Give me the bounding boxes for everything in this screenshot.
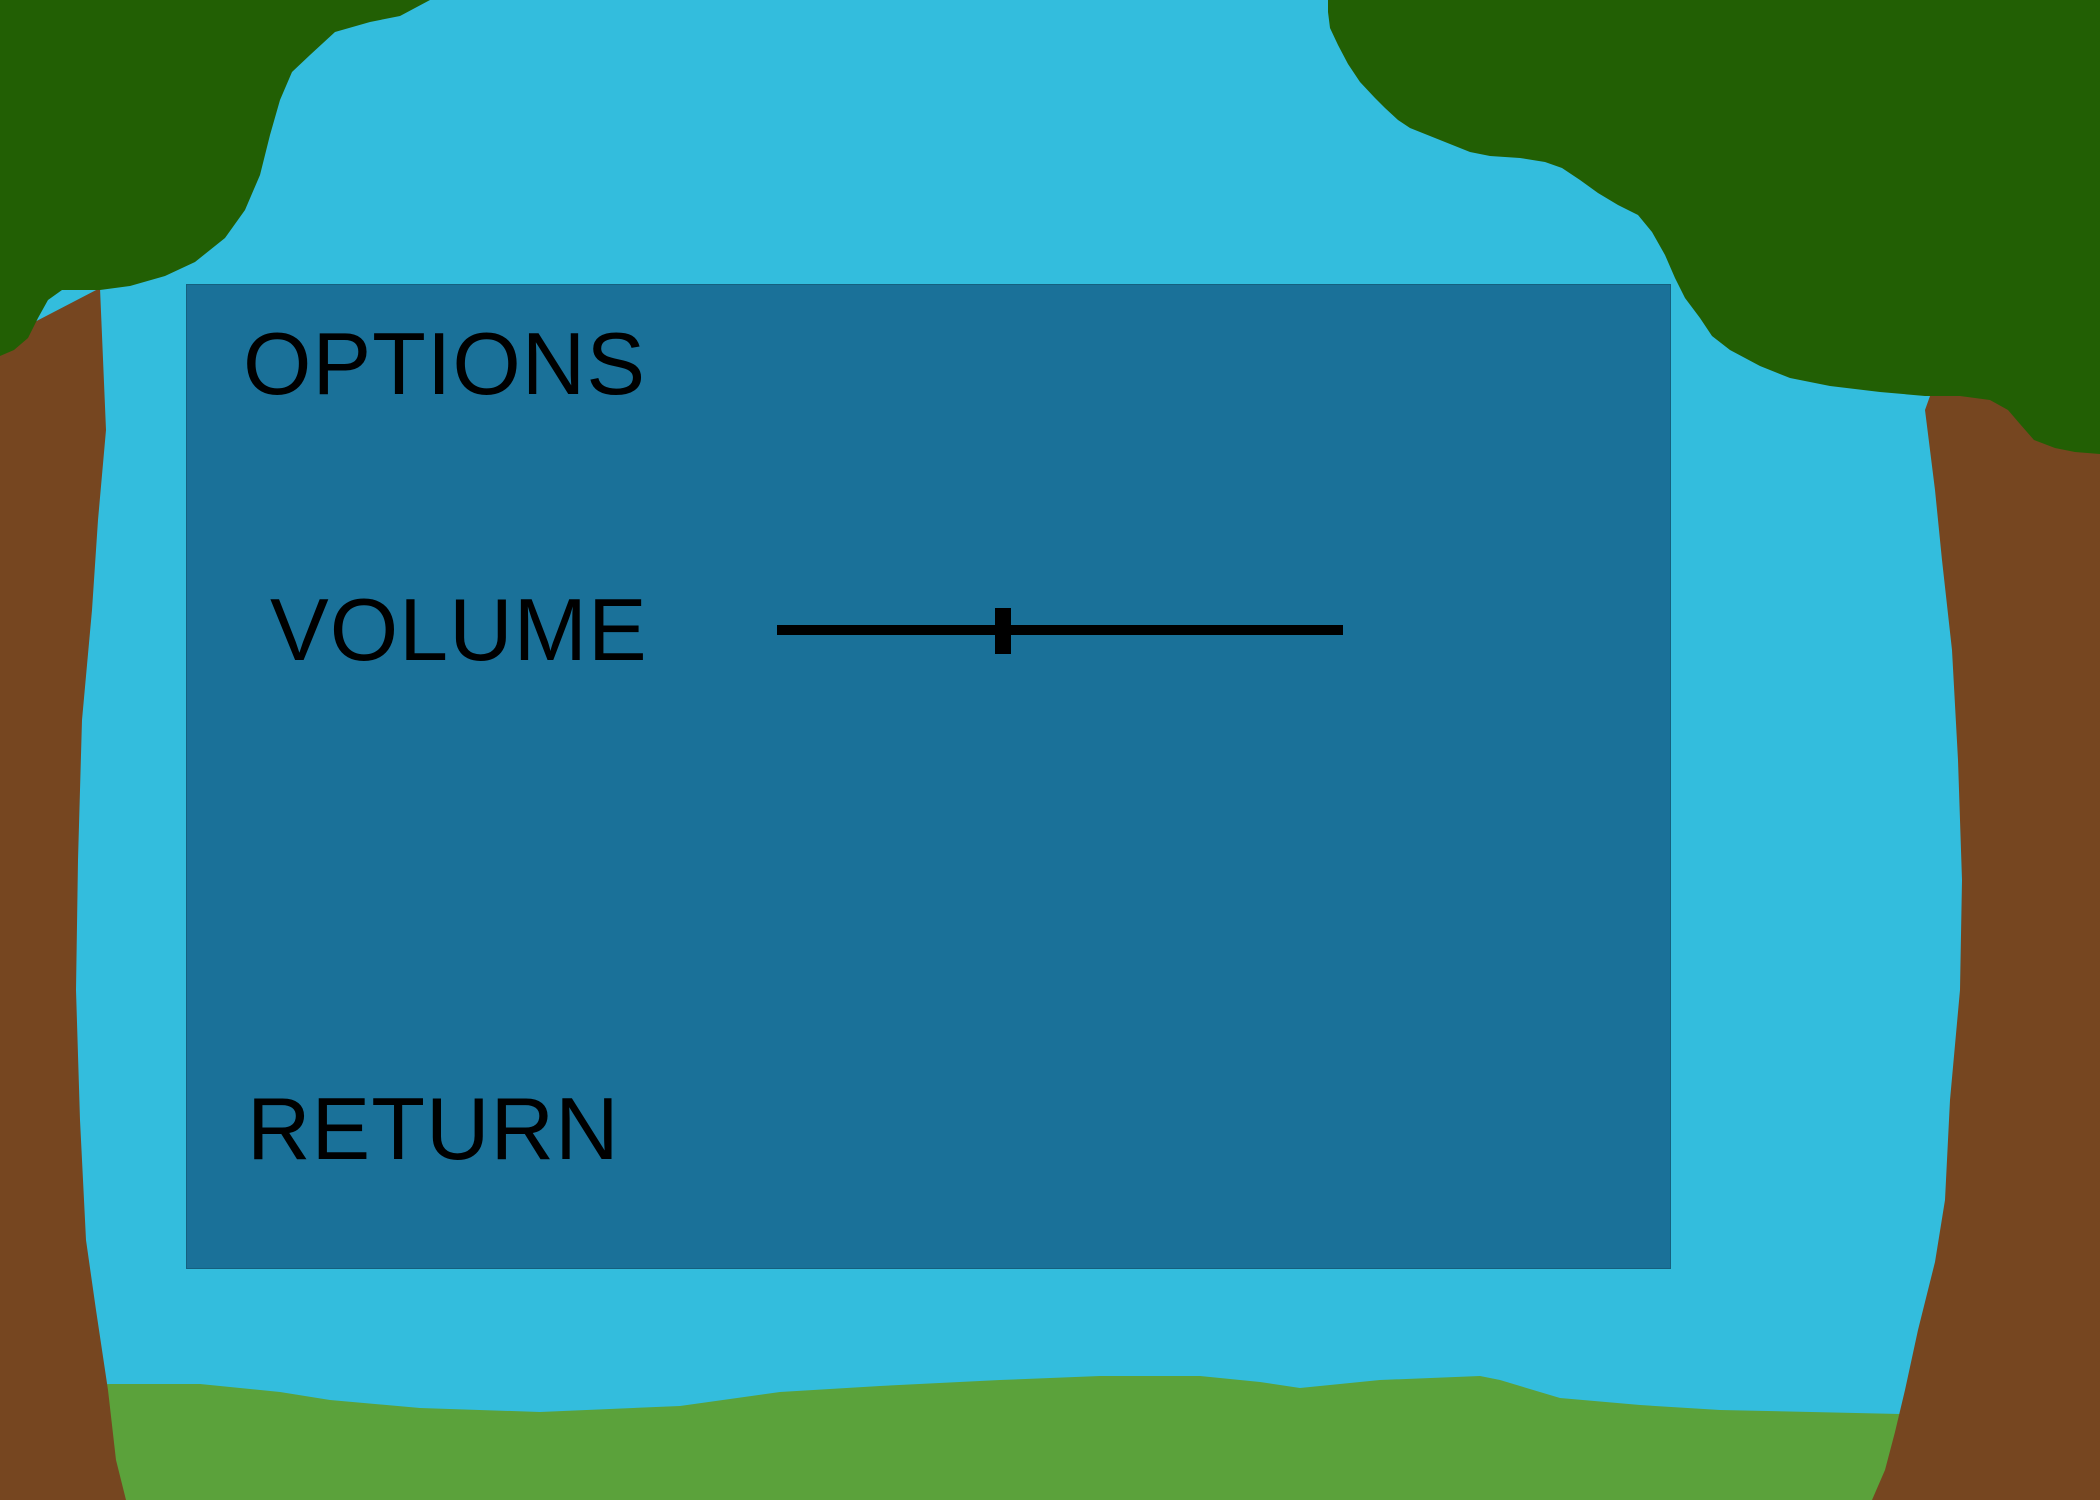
volume-slider[interactable] — [777, 605, 1343, 655]
left-tree-canopy — [0, 0, 430, 356]
volume-label: VOLUME — [270, 580, 648, 679]
return-button[interactable]: RETURN — [247, 1079, 620, 1178]
right-tree-canopy — [1328, 0, 2100, 454]
options-panel: OPTIONS VOLUME RETURN — [186, 284, 1671, 1269]
volume-slider-handle[interactable] — [995, 608, 1012, 654]
volume-slider-track[interactable] — [777, 625, 1343, 635]
grass-ground — [0, 1376, 2100, 1500]
left-tree-trunk — [0, 288, 126, 1500]
right-tree-trunk — [1872, 384, 2100, 1500]
options-title: OPTIONS — [243, 314, 647, 413]
